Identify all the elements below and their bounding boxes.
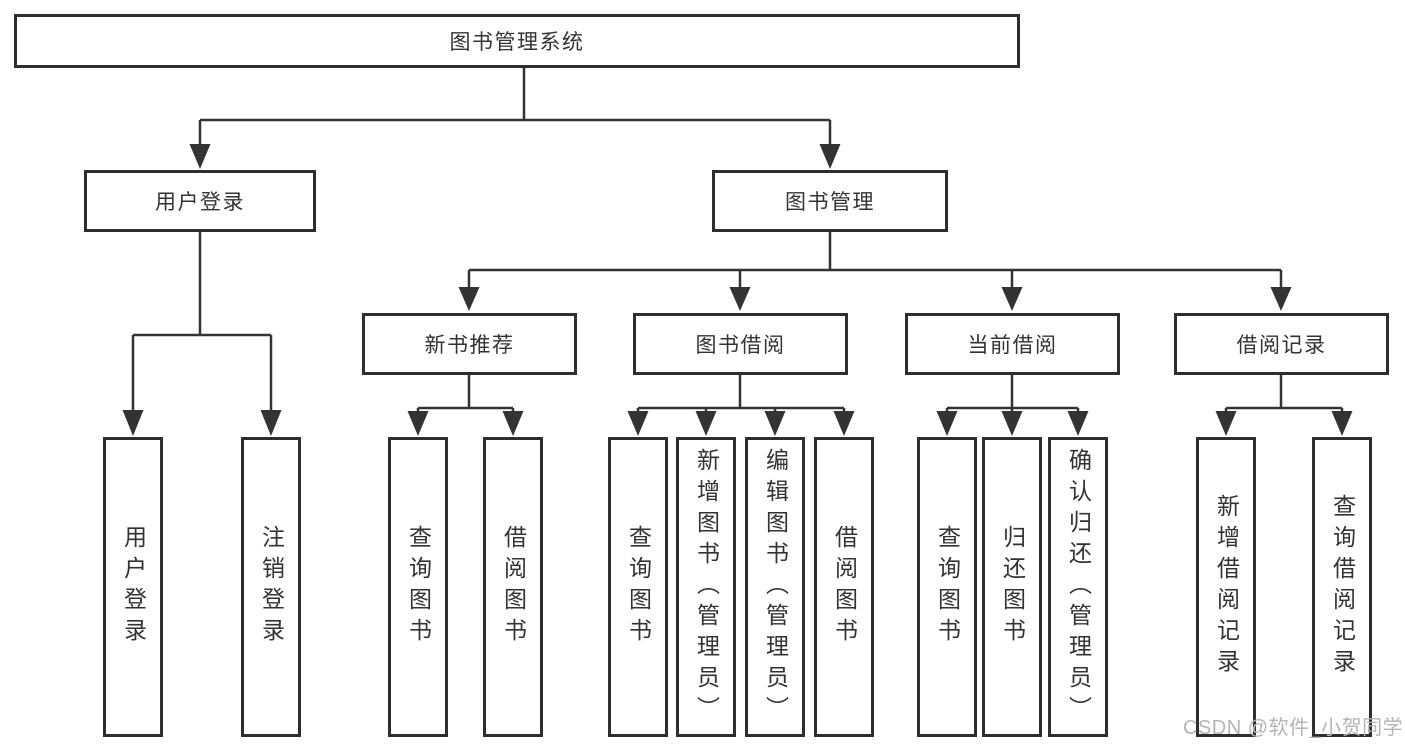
arrowhead [407, 411, 429, 436]
node-user-login: 用户登录 [84, 170, 316, 232]
leaf-borrow-books: 借阅图书 [814, 437, 874, 737]
arrowhead [260, 410, 282, 436]
leaf-query-books-borrow: 查询图书 [608, 437, 668, 737]
arrowhead [1001, 287, 1023, 311]
leaf-user-login: 用户登录 [103, 437, 163, 737]
arrowhead [936, 411, 958, 436]
arrowhead [833, 411, 855, 436]
arrowhead [1001, 411, 1023, 436]
leaf-query-books-recommend: 查询图书 [388, 437, 448, 737]
node-current-borrowing: 当前借阅 [905, 313, 1120, 375]
node-book-borrowing: 图书借阅 [633, 313, 848, 375]
leaf-edit-books-admin: 编辑图书（管理员） [745, 437, 805, 737]
connector-root-to-level2 [198, 66, 832, 146]
arrowhead [819, 144, 841, 169]
arrowhead [1331, 411, 1353, 436]
arrowhead [502, 411, 524, 436]
connector-bookmgmt-to-level3 [467, 232, 1283, 289]
leaf-add-books-admin: 新增图书（管理员） [676, 437, 736, 737]
arrowhead [729, 287, 751, 311]
connector-userlogin-to-leaves [131, 232, 273, 412]
node-library-system: 图书管理系统 [14, 14, 1020, 68]
node-borrow-records: 借阅记录 [1174, 313, 1389, 375]
arrowhead [1270, 287, 1292, 311]
arrowhead [764, 411, 786, 436]
leaf-return-books: 归还图书 [982, 437, 1042, 737]
leaf-query-borrow-record: 查询借阅记录 [1312, 437, 1372, 737]
leaf-add-borrow-record: 新增借阅记录 [1196, 437, 1256, 737]
arrowhead [189, 144, 211, 169]
arrowhead [1067, 411, 1089, 436]
leaf-confirm-return-admin: 确认归还（管理员） [1048, 437, 1108, 737]
arrowhead [695, 411, 717, 436]
leaf-logout: 注销登录 [241, 437, 301, 737]
leaf-query-books-current: 查询图书 [917, 437, 977, 737]
arrowhead [458, 287, 480, 311]
connector-level3-to-leaves [416, 375, 1344, 413]
arrowhead [1215, 411, 1237, 436]
leaf-borrow-books-recommend: 借阅图书 [483, 437, 543, 737]
node-new-book-recommend: 新书推荐 [362, 313, 577, 375]
arrowhead [122, 410, 144, 436]
arrowhead [627, 411, 649, 436]
node-book-management: 图书管理 [712, 170, 948, 232]
csdn-watermark: CSDN @软件_小贺同学 [1183, 717, 1404, 739]
